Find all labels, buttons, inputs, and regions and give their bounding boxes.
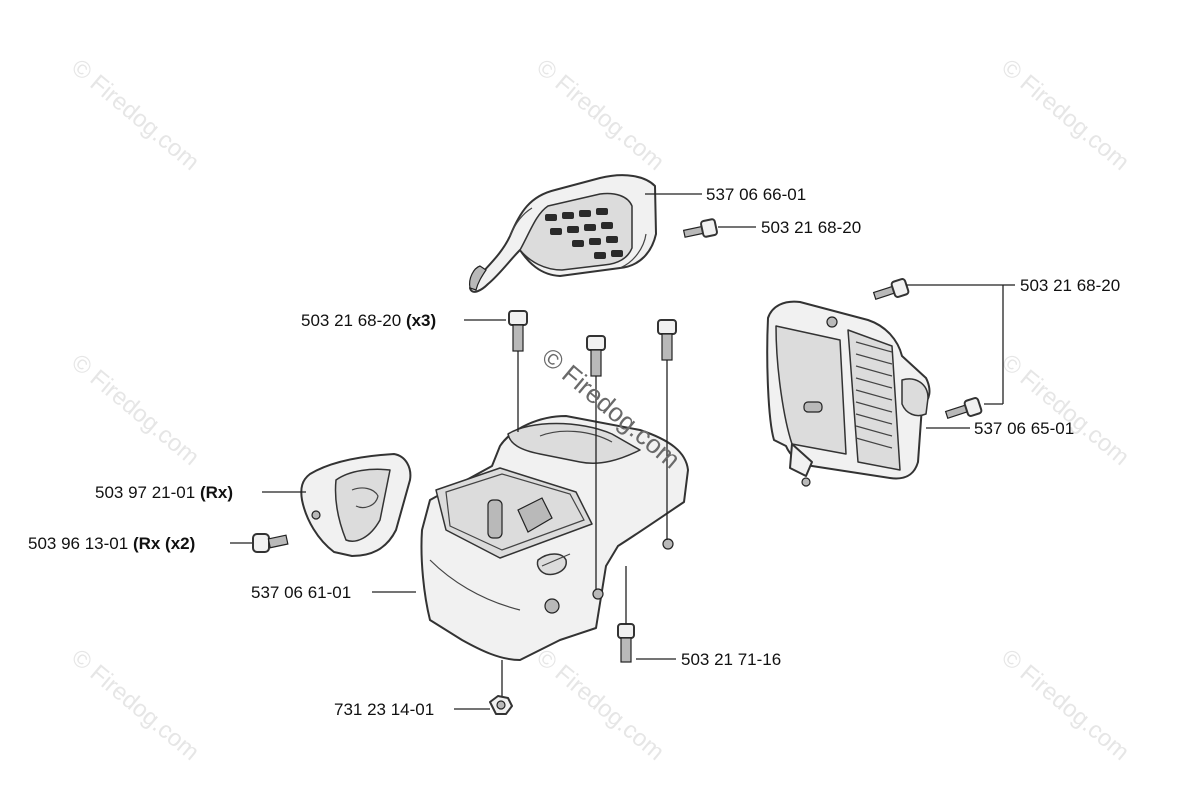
right-cover-illustration: [766, 300, 931, 487]
cover-fins: [855, 341, 893, 449]
screw-icon: [252, 533, 289, 553]
rx-bracket-illustration: [300, 453, 412, 557]
leader-lines: [230, 193, 1015, 710]
watermark-faint: © Firedog.com: [996, 349, 1134, 471]
screw-icon: [944, 397, 983, 419]
part-label-nut: 731 23 14-01: [334, 700, 434, 719]
part-label-screw-right: 503 21 68-20: [1020, 276, 1120, 295]
watermark-faint: © Firedog.com: [66, 54, 204, 176]
watermark-faint: © Firedog.com: [996, 54, 1134, 176]
watermark-faint: © Firedog.com: [531, 54, 669, 176]
bolt-icon: [617, 623, 635, 663]
watermark-faint: © Firedog.com: [66, 349, 204, 471]
part-label-bolt: 503 21 71-16: [681, 650, 781, 669]
part-label-cover-top: 537 06 66-01: [706, 185, 806, 204]
top-cover-illustration: [469, 174, 657, 293]
watermark-faint: © Firedog.com: [996, 644, 1134, 766]
screw-icon: [682, 218, 718, 238]
part-labels: 537 06 66-01 503 21 68-20 503 21 68-20 5…: [28, 185, 1120, 719]
screw-icon: [657, 319, 677, 361]
watermark-faint: © Firedog.com: [531, 644, 669, 766]
watermark-faint: © Firedog.com: [66, 644, 204, 766]
part-label-screw-rx: 503 96 13-01 (Rx (x2): [28, 534, 195, 553]
part-label-cover-right: 537 06 65-01: [974, 419, 1074, 438]
part-label-bracket-rx: 503 97 21-01 (Rx): [95, 483, 233, 502]
screw-icon: [872, 278, 910, 300]
part-label-housing: 537 06 61-01: [251, 583, 351, 602]
nut-icon: [489, 695, 513, 715]
part-label-screw-x3: 503 21 68-20 (x3): [301, 311, 436, 330]
screw-icon: [508, 310, 528, 352]
part-label-screw-top: 503 21 68-20: [761, 218, 861, 237]
housing-illustration: [420, 415, 689, 661]
